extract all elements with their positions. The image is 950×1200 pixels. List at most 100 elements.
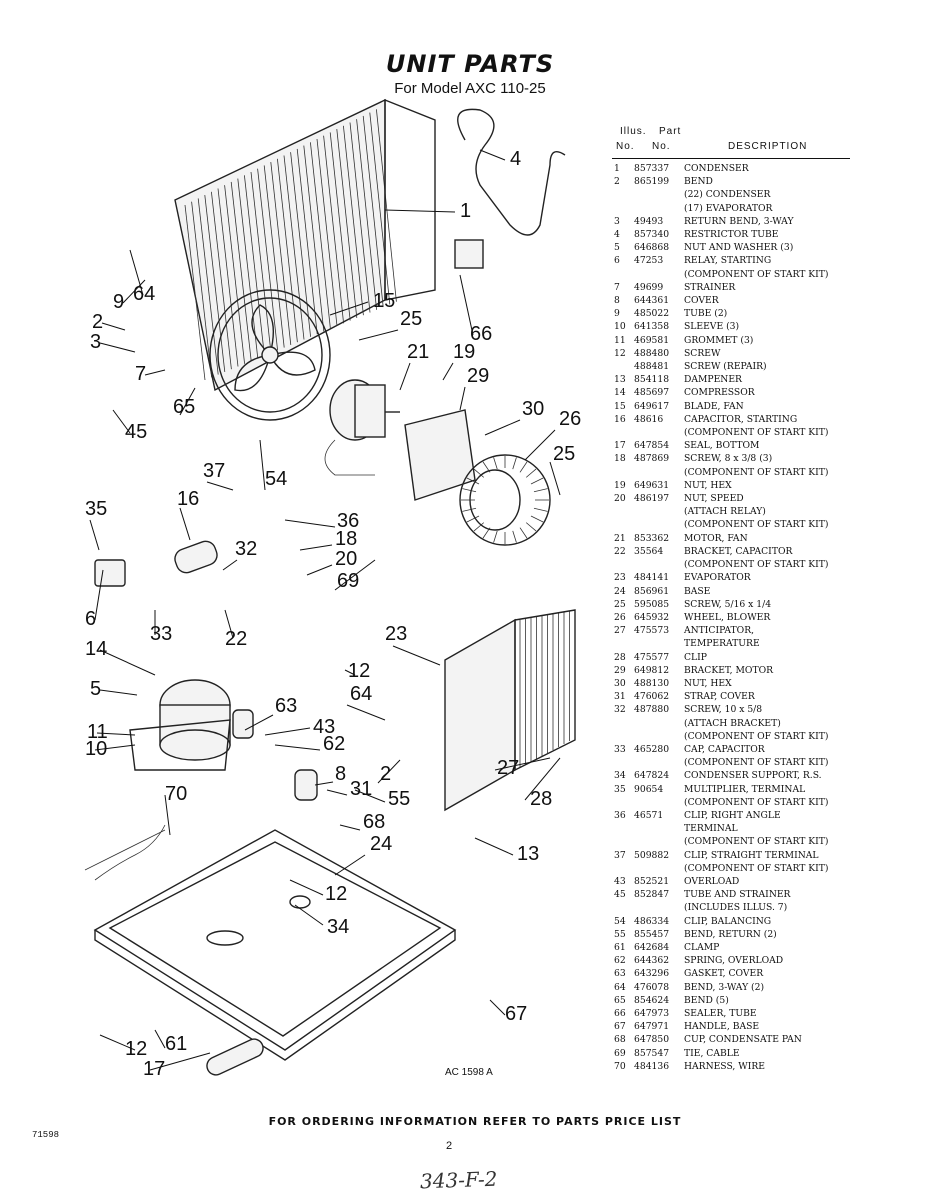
ordering-note: FOR ORDERING INFORMATION REFER TO PARTS …: [268, 1115, 682, 1128]
part-description: BLADE, FAN: [684, 400, 744, 412]
part-number: 854118: [634, 374, 670, 386]
illus-number: 62: [614, 955, 626, 967]
part-description: CLIP, RIGHT ANGLE TERMINAL (COMPONENT OF…: [684, 809, 829, 848]
part-no-header: No.: [652, 141, 671, 152]
illus-number: 1: [614, 163, 620, 174]
illus-number: 16: [614, 413, 626, 425]
callout-number: 1: [460, 200, 471, 222]
part-description: RELAY, STARTING (COMPONENT OF START KIT): [684, 255, 829, 280]
part-number: 487880: [634, 704, 670, 716]
part-description: BRACKET, CAPACITOR (COMPONENT OF START K…: [684, 545, 829, 571]
model-subtitle: For Model AXC 110-25: [394, 80, 546, 97]
callout-number: 65: [173, 396, 195, 418]
document-code: 71598: [32, 1130, 60, 1140]
illus-number: 64: [614, 981, 626, 993]
callout-number: 61: [165, 1033, 187, 1055]
illus-number: 2: [614, 176, 620, 188]
illus-number: 66: [614, 1008, 626, 1019]
callout-number: 11: [87, 721, 108, 743]
illus-number: 11: [614, 334, 626, 346]
part-number: 488480: [634, 347, 670, 359]
part-number: 475573: [634, 625, 670, 637]
part-number: 487869: [634, 453, 670, 465]
illus-number: 25: [614, 598, 626, 610]
part-description: NUT AND WASHER (3): [684, 242, 794, 254]
motor-bracket-drawing: [404, 409, 476, 501]
illus-number: 17: [614, 440, 626, 452]
illus-number: 30: [614, 677, 626, 689]
part-description: ANTICIPATOR, TEMPERATURE: [684, 625, 760, 650]
page-title: UNIT PARTS: [385, 50, 555, 78]
part-number: 649617: [634, 400, 670, 412]
callout-number: 64: [133, 283, 155, 305]
parts-table-row: 27 475573 ANTICIPATOR, TEMPERATURE: [612, 624, 852, 650]
illus-number: 33: [614, 743, 626, 755]
illus-number: 18: [614, 453, 626, 465]
callout-number: 54: [265, 468, 287, 490]
callout-number: 30: [522, 398, 544, 420]
part-number: 865199: [634, 176, 670, 188]
callout-number: 20: [335, 548, 357, 570]
illus-number: 27: [614, 625, 626, 637]
figure-code: AC 1598 A: [445, 1067, 493, 1078]
part-number: 642684: [634, 941, 670, 953]
part-description: BEND (22) CONDENSER (17) EVAPORATOR: [684, 176, 773, 214]
part-number: 49699: [634, 281, 664, 293]
part-number: 857337: [634, 163, 670, 174]
callout-number: 69: [337, 570, 359, 592]
callout-number: 67: [505, 1003, 527, 1025]
illus-number: 28: [614, 651, 626, 663]
part-description: SCREW, 5/16 x 1/4: [684, 598, 772, 610]
part-description: BEND, RETURN (2): [684, 928, 777, 940]
callout-number: 32: [235, 538, 257, 560]
callout-number: 14: [85, 638, 107, 660]
part-description: WHEEL, BLOWER: [684, 611, 771, 623]
part-description: HANDLE, BASE: [684, 1021, 760, 1033]
condenser-drawing: [174, 98, 436, 392]
illus-number: 63: [614, 968, 626, 980]
parts-table-row: 2 865199 BEND (22) CONDENSER (17) EVAPORAT…: [612, 175, 852, 215]
part-number: 647971: [634, 1021, 670, 1033]
illus-number: 22: [614, 545, 626, 557]
part-number: 649631: [634, 479, 670, 491]
part-number: 647854: [634, 440, 670, 452]
illus-number: 26: [614, 611, 626, 623]
part-description: CLAMP: [684, 941, 720, 953]
part-number: 49493: [634, 215, 664, 227]
part-description: BRACKET, MOTOR: [684, 664, 774, 676]
part-description: CLIP, BALANCING: [684, 915, 772, 927]
illus-number: 19: [614, 479, 626, 491]
illus-number: 34: [614, 770, 626, 782]
part-description: OVERLOAD: [684, 875, 740, 887]
part-number: 647824: [634, 770, 670, 782]
wire-harness-drawing: [84, 824, 166, 881]
part-number: 857340: [634, 229, 670, 241]
callout-number: 19: [453, 341, 475, 363]
callout-number: 22: [225, 628, 247, 650]
part-number: 852521: [634, 875, 670, 887]
callout-number: 9: [113, 291, 124, 313]
part-description: CUP, CONDENSATE PAN: [684, 1034, 802, 1046]
part-description: NUT, HEX: [684, 479, 732, 491]
base-pan-drawing: [93, 829, 457, 1076]
part-number: 645932: [634, 611, 670, 623]
part-number: 47253: [634, 255, 664, 267]
callout-number: 43: [313, 716, 335, 738]
part-number: 647850: [634, 1034, 670, 1046]
callout-number: 70: [165, 783, 187, 805]
part-number: 486197: [634, 493, 670, 505]
gasket-drawing: [232, 709, 254, 739]
callout-number: 31: [350, 778, 372, 800]
part-description: SCREW (REPAIR): [684, 361, 767, 373]
